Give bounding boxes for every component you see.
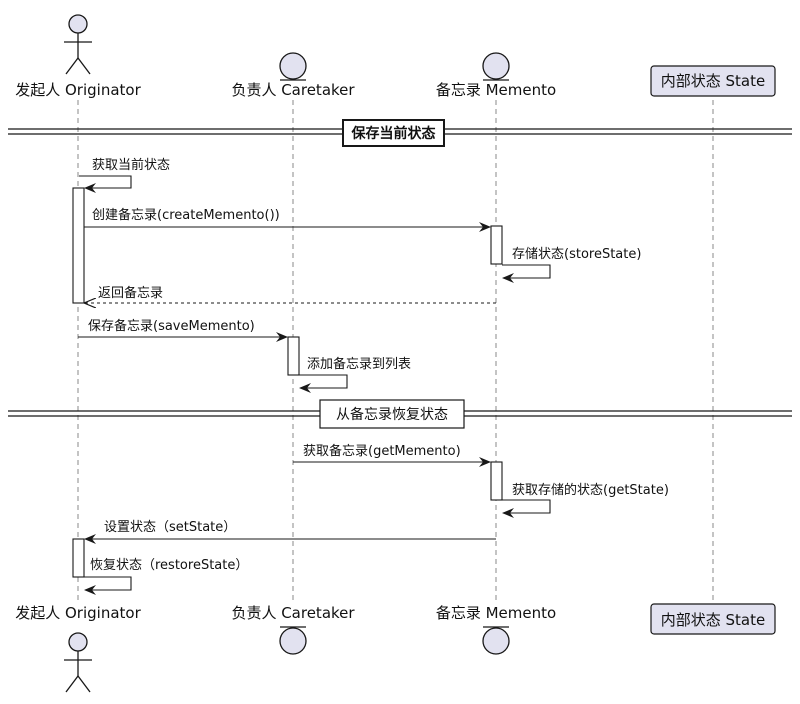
participants-top: 发起人 Originator 负责人 Caretaker 备忘录 Memento… (15, 14, 776, 99)
message: 添加备忘录到列表 (299, 356, 411, 393)
actor-icon (64, 14, 92, 75)
activation-bar-originator (72, 187, 85, 304)
message-label: 设置状态（setState） (104, 520, 236, 535)
lifelines (77, 100, 714, 600)
message: 保存备忘录(saveMemento) (78, 318, 288, 342)
message-label: 获取备忘录(getMemento) (303, 443, 461, 459)
message-label: 创建备忘录(createMemento()) (92, 207, 280, 223)
message-label: 获取当前状态 (92, 157, 170, 173)
message: 获取当前状态 (79, 157, 170, 193)
message-label: 返回备忘录 (98, 285, 163, 301)
divider-label: 保存当前状态 (351, 125, 436, 142)
participant-label-state: 内部状态 State (661, 72, 765, 90)
participant-box-state (650, 603, 776, 635)
message: 获取存储的状态(getState) (502, 482, 669, 518)
participants-bottom: 发起人 Originator 负责人 Caretaker 备忘录 Memento… (15, 603, 776, 693)
divider-save-state: 保存当前状态 (8, 119, 792, 147)
participant-label-originator: 发起人 Originator (15, 81, 141, 99)
message-label: 获取存储的状态(getState) (512, 482, 669, 498)
participant-label-memento: 备忘录 Memento (436, 81, 556, 99)
entity-icon (279, 52, 307, 81)
entity-icon (279, 626, 307, 655)
entity-icon (482, 626, 510, 655)
message: 恢复状态（restoreState） (84, 558, 248, 595)
activation-bar-caretaker (287, 336, 300, 376)
divider-restore-state: 从备忘录恢复状态 (8, 399, 792, 429)
participant-label-memento: 备忘录 Memento (436, 604, 556, 622)
message-label: 添加备忘录到列表 (307, 356, 411, 372)
message: 获取备忘录(getMemento) (293, 443, 491, 467)
activation-bars (72, 187, 503, 578)
participant-label-caretaker: 负责人 Caretaker (231, 81, 355, 99)
message: 存储状态(storeState) (502, 247, 641, 283)
message: 返回备忘录 (85, 285, 496, 303)
actor-icon (64, 632, 92, 693)
message: 创建备忘录(createMemento()) (84, 207, 491, 232)
participant-box-state (650, 65, 776, 97)
entity-icon (482, 52, 510, 81)
divider-label: 从备忘录恢复状态 (336, 406, 448, 423)
message-label: 保存备忘录(saveMemento) (88, 318, 255, 334)
participant-label-state: 内部状态 State (661, 611, 765, 629)
participant-label-originator: 发起人 Originator (15, 604, 141, 622)
activation-bar-memento (490, 461, 503, 501)
message-label: 存储状态(storeState) (512, 247, 641, 262)
message-label: 恢复状态（restoreState） (90, 558, 248, 573)
activation-bar-originator (72, 538, 85, 578)
message: 设置状态（setState） (84, 520, 496, 544)
messages: 获取当前状态 创建备忘录(createMemento()) 存储状态(store… (78, 157, 669, 595)
activation-bar-memento (490, 225, 503, 265)
participant-label-caretaker: 负责人 Caretaker (231, 604, 355, 622)
